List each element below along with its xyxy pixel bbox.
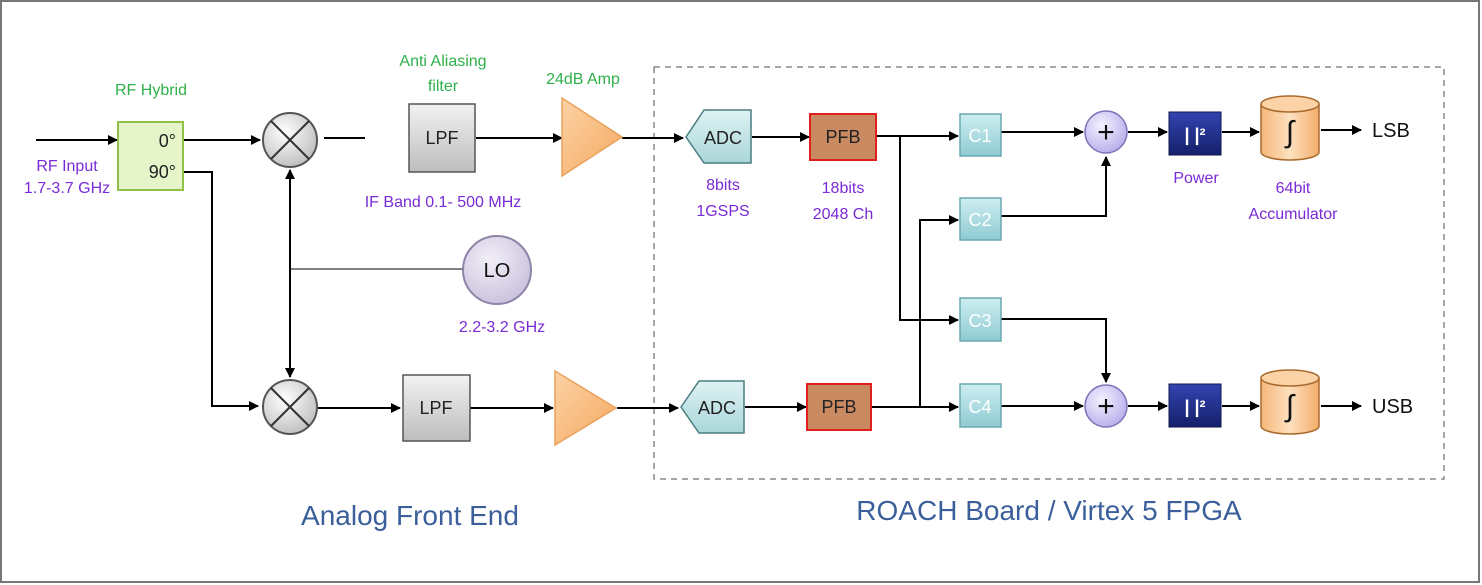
pfb-lower: PFB [806, 383, 872, 431]
local-oscillator: LO 2.2-3.2 GHz [459, 235, 545, 336]
output-usb: USB [1372, 396, 1413, 418]
lpf-upper-label: LPF [425, 128, 458, 148]
section-analog-front-end: Analog Front End [301, 500, 519, 531]
if-band-label: IF Band 0.1- 500 MHz [365, 194, 522, 211]
power-upper: | |² [1168, 111, 1222, 156]
adc-upper-label: ADC [704, 128, 742, 148]
mixer-upper [262, 112, 318, 168]
rf-input-line1: RF Input [36, 158, 98, 175]
mixer-lower [262, 379, 318, 435]
accumulator-line1: 64bit [1276, 180, 1311, 197]
pfb-lower-label: PFB [821, 397, 856, 417]
pfb-upper-label: PFB [825, 127, 860, 147]
adder-upper: + [1084, 110, 1128, 154]
amp-upper [561, 96, 624, 178]
output-lsb: LSB [1372, 120, 1410, 142]
lpf-lower: LPF [402, 374, 471, 442]
power-label: Power [1173, 170, 1219, 187]
coeff-c1: C1 [959, 113, 1002, 157]
adder-lower-symbol: + [1097, 390, 1115, 423]
power-lower: | |² [1168, 383, 1222, 428]
lo-label: LO [484, 260, 511, 282]
filter-title-line1: Anti Aliasing [399, 53, 486, 70]
coeff-c4-label: C4 [968, 397, 991, 417]
lo-circle [462, 235, 532, 305]
accumulator-lower-symbol: ∫ [1284, 390, 1296, 423]
rf-input-line2: 1.7-3.7 GHz [24, 180, 110, 197]
adc-lower-label: ADC [698, 398, 736, 418]
fpga-region [653, 66, 1445, 480]
adc-upper: ADC [685, 109, 752, 164]
adder-upper-symbol: + [1097, 116, 1115, 149]
power-upper-symbol: | |² [1184, 125, 1205, 145]
amp-title: 24dB Amp [546, 71, 620, 88]
lpf-lower-label: LPF [419, 398, 452, 418]
rf-hybrid-title: RF Hybrid [115, 82, 187, 99]
adc-spec-line1: 8bits [706, 177, 740, 194]
rf-hybrid: RF Hybrid 0° 90° [115, 82, 187, 191]
lpf-upper: LPF [408, 103, 476, 173]
adder-lower: + [1084, 384, 1128, 428]
pfb-spec-line1: 18bits [822, 180, 865, 197]
accumulator-upper: ∫ [1260, 95, 1320, 161]
rf-hybrid-box [117, 121, 184, 191]
coeff-c2: C2 [959, 197, 1002, 241]
power-lower-symbol: | |² [1184, 397, 1205, 417]
coeff-c3-label: C3 [968, 311, 991, 331]
coeff-c2-label: C2 [968, 210, 991, 230]
accumulator-line2: Accumulator [1249, 206, 1339, 223]
pfb-upper: PFB [809, 113, 877, 161]
adc-lower: ADC [680, 380, 745, 434]
coeff-c1-label: C1 [968, 126, 991, 146]
rf-hybrid-port-90: 90° [149, 162, 176, 182]
rf-input-label: RF Input 1.7-3.7 GHz [24, 158, 110, 197]
accumulator-lower: ∫ [1260, 369, 1320, 435]
coeff-c3: C3 [959, 297, 1002, 342]
accumulator-upper-symbol: ∫ [1284, 116, 1296, 149]
section-fpga: ROACH Board / Virtex 5 FPGA [856, 495, 1242, 526]
filter-title-line2: filter [428, 78, 459, 95]
wires [36, 125, 1362, 413]
lo-frequency: 2.2-3.2 GHz [459, 319, 545, 336]
adc-spec-line2: 1GSPS [696, 203, 749, 220]
coeff-c4: C4 [959, 383, 1002, 428]
pfb-spec-line2: 2048 Ch [813, 206, 874, 223]
rf-hybrid-port-0: 0° [159, 131, 176, 151]
amp-lower [554, 369, 618, 447]
filter-title: Anti Aliasing filter [399, 53, 486, 95]
